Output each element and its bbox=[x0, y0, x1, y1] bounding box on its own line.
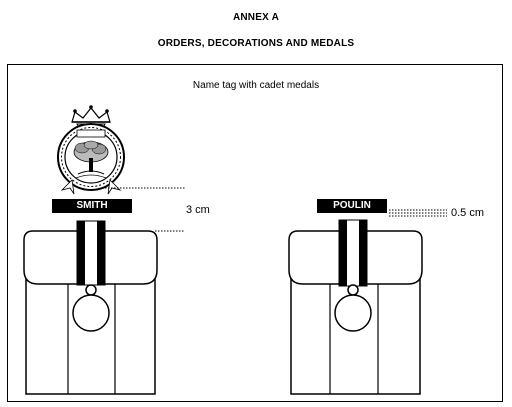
ship-crest-icon bbox=[57, 105, 125, 195]
measurement-label-right: 0.5 cm bbox=[451, 207, 485, 219]
figure-frame bbox=[7, 64, 503, 402]
name-tag-left: SMITH bbox=[52, 199, 132, 213]
measurement-guide-left bbox=[102, 187, 185, 232]
measurement-guide-right bbox=[389, 209, 447, 217]
figure-caption: Name tag with cadet medals bbox=[192, 80, 320, 91]
name-tag-right: POULIN bbox=[317, 199, 387, 213]
document-title: ORDERS, DECORATIONS AND MEDALS bbox=[157, 38, 355, 49]
medal-icon bbox=[334, 219, 372, 332]
medal-icon bbox=[72, 220, 110, 332]
measurement-label-left: 3 cm bbox=[186, 204, 210, 216]
annex-heading: ANNEX A bbox=[232, 12, 280, 23]
